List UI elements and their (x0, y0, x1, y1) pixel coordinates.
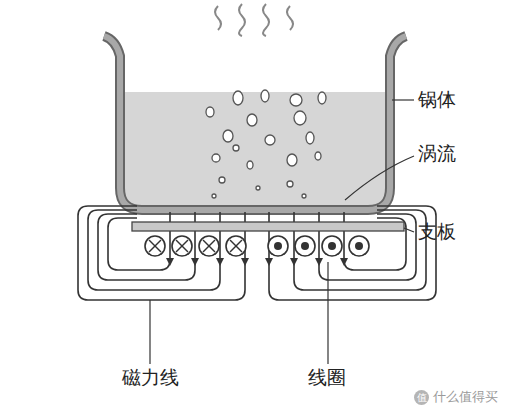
bubble (212, 194, 216, 198)
part-label: 磁力线 (122, 366, 179, 389)
coil-dot (274, 242, 282, 250)
coil-out (268, 236, 288, 256)
coil-cross (230, 240, 242, 252)
field-arrow (191, 258, 199, 266)
bubble (223, 130, 233, 142)
field-line (78, 206, 245, 300)
field-arrow (265, 258, 273, 266)
coil-in (172, 236, 192, 256)
coil-cross (203, 240, 215, 252)
coil-in (145, 236, 165, 256)
bubble (302, 194, 306, 198)
bubbles (206, 90, 326, 198)
field-arrow (290, 258, 298, 266)
part-label: 线圈 (308, 366, 346, 389)
bubble (318, 92, 326, 104)
bubble (265, 135, 275, 145)
coil-cross (176, 240, 188, 252)
bubble (306, 132, 314, 144)
coil-cross (176, 240, 188, 252)
steam-lines (215, 4, 293, 36)
field-line (269, 206, 436, 300)
coil-cross (149, 240, 161, 252)
field-arrow (216, 258, 224, 266)
bubble (212, 154, 220, 162)
bubble (294, 111, 306, 125)
coil-in (199, 236, 219, 256)
coil-cross (230, 240, 242, 252)
bubble (247, 161, 253, 169)
bubble (233, 145, 239, 151)
bubble (206, 107, 214, 117)
field-line (108, 212, 170, 270)
bubble (256, 186, 260, 190)
magnetic-field-lines (78, 206, 436, 300)
bubble (287, 181, 293, 187)
coil-out (295, 236, 315, 256)
field-arrow (315, 258, 323, 266)
bubble (219, 177, 225, 183)
pot-body (104, 36, 406, 210)
coil-out (349, 236, 369, 256)
field-line (344, 212, 406, 270)
water (124, 92, 386, 206)
coil-windings (145, 236, 369, 256)
pot-body-inner (104, 36, 406, 210)
part-label: 涡流 (418, 142, 456, 165)
coil-out (322, 236, 342, 256)
watermark: 什么值得买 (433, 389, 498, 405)
watermark-icon: 值 (414, 390, 429, 405)
support-plate (132, 222, 404, 231)
coil-cross (203, 240, 215, 252)
bubble (261, 90, 269, 102)
bubble (287, 154, 297, 166)
bubble (233, 91, 243, 105)
part-label: 支板 (418, 220, 456, 243)
bubble (290, 94, 302, 106)
coil-dot (301, 242, 309, 250)
coil-dot (355, 242, 363, 250)
coil-in (226, 236, 246, 256)
part-label: 锅体 (418, 88, 456, 111)
coil-dot (328, 242, 336, 250)
bubble (247, 114, 257, 126)
coil-cross (149, 240, 161, 252)
field-arrow (340, 258, 348, 266)
bubble (315, 152, 321, 160)
field-arrow (241, 258, 249, 266)
field-arrow (166, 258, 174, 266)
leader-lines (150, 100, 414, 364)
